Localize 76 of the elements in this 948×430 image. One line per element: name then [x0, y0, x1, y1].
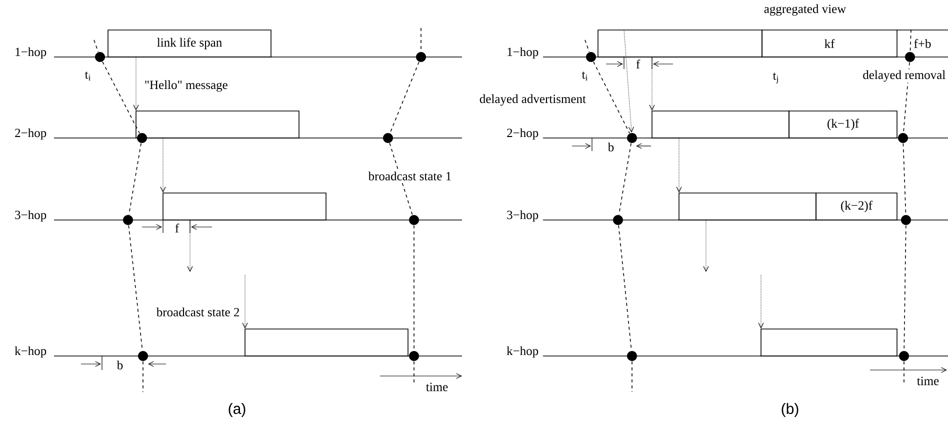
axis-label: time — [424, 382, 450, 392]
interval-box: (k−2)f — [816, 192, 898, 220]
bar-box — [244, 328, 408, 356]
event-dot — [95, 52, 105, 62]
connector-line — [618, 142, 632, 216]
dimension-label: f — [636, 60, 640, 68]
dimension-label: b — [116, 360, 123, 370]
row-label: 3−hop — [15, 210, 46, 222]
event-dot — [416, 52, 426, 62]
connector-line — [584, 40, 590, 52]
row-label: 1−hop — [508, 47, 538, 59]
event-dot — [409, 351, 419, 361]
connector-line — [142, 361, 144, 392]
interval-box: f+b — [896, 30, 948, 48]
connector-arrow — [676, 138, 682, 193]
connector-line — [128, 142, 142, 216]
edge-label: broadcast state 1 — [367, 170, 453, 182]
row-label: k−hop — [14, 346, 46, 358]
event-dot — [613, 215, 623, 225]
axis-label: time — [916, 376, 940, 386]
dimension-label: f — [175, 224, 180, 232]
connector-line — [389, 142, 413, 216]
bar-box — [136, 110, 300, 138]
connector-arrow — [758, 274, 764, 329]
connector-line — [390, 62, 420, 134]
event-dot — [137, 133, 147, 143]
edge-label: delayed removal — [862, 69, 947, 83]
interval-box: (k−1)f — [788, 110, 898, 138]
interval-box: kf — [762, 30, 898, 58]
bar-box — [162, 192, 326, 220]
time-label: t$_{j}$ — [772, 72, 778, 84]
connector-line — [910, 29, 912, 52]
connector-arrow — [187, 220, 193, 272]
event-dot — [409, 215, 419, 225]
event-dot — [627, 351, 637, 361]
connector-arrow — [242, 274, 248, 329]
time-label: t$_{i}$ — [84, 72, 91, 80]
event-dot — [905, 52, 915, 62]
row-label: 1−hop — [16, 47, 46, 59]
row-label: k−hop — [506, 346, 538, 358]
bar-box — [652, 110, 790, 138]
connector-line — [420, 28, 422, 52]
dimension-label: b — [608, 142, 614, 152]
event-dot — [901, 215, 911, 225]
panel-label: (a) — [228, 403, 246, 417]
row-label: 3−hop — [507, 210, 538, 222]
edge-label: "Hello" message — [143, 79, 229, 93]
edge-label: broadcast state 2 — [155, 306, 241, 318]
connector-line — [102, 61, 140, 134]
panel-label: (b) — [782, 403, 798, 417]
connector-line — [902, 142, 906, 215]
event-dot — [627, 133, 637, 143]
connector-arrow — [133, 57, 139, 111]
connector-line — [903, 62, 910, 134]
time-label: t$_{i}$ — [582, 72, 588, 80]
bar-box — [760, 328, 898, 356]
connector-line — [94, 40, 99, 52]
row-label: 2−hop — [15, 128, 46, 140]
event-dot — [898, 133, 908, 143]
connector-line — [593, 61, 630, 134]
connector-line — [904, 224, 906, 351]
event-dot — [138, 351, 148, 361]
interval-box: link life span — [108, 30, 272, 58]
bar-box — [598, 30, 762, 58]
event-dot — [123, 215, 133, 225]
connector-arrow — [624, 29, 634, 133]
connector-arrow — [703, 220, 709, 272]
bar-box — [678, 192, 816, 220]
annotation: aggregated view — [764, 4, 846, 16]
row-label: 2−hop — [507, 128, 538, 140]
event-dot — [586, 52, 596, 62]
event-dot — [899, 351, 909, 361]
edge-label: delayed advertisment — [478, 93, 587, 107]
event-dot — [383, 133, 393, 143]
connector-arrow — [649, 57, 655, 111]
connector-arrow — [160, 138, 166, 193]
